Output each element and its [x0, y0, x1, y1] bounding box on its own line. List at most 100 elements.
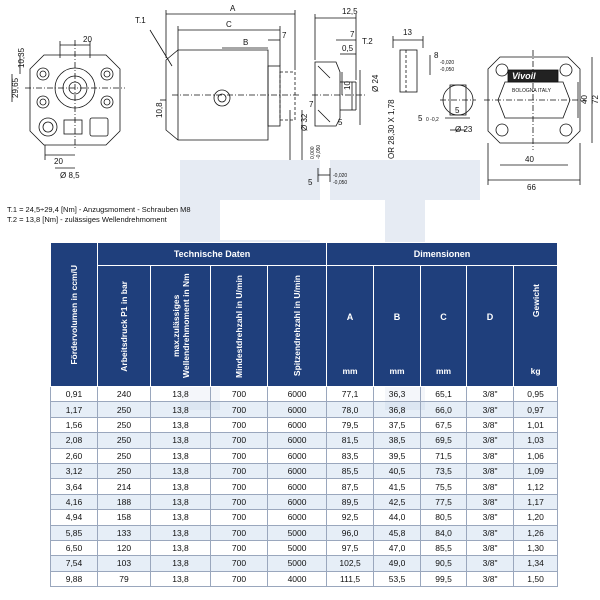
table-cell: 66,0 — [420, 401, 468, 418]
table-cell: 5,85 — [50, 524, 98, 541]
table-cell: 92,5 — [326, 509, 375, 526]
table-cell: 1,26 — [513, 524, 559, 541]
table-cell: 1,09 — [513, 462, 559, 480]
table-cell: 97,5 — [326, 539, 375, 557]
table-cell: 81,5 — [326, 432, 375, 449]
table-cell: 700 — [210, 416, 268, 434]
dim-side-32: Ø 32 — [300, 113, 309, 131]
dim-shaft-7b: 7 — [309, 100, 314, 109]
table-cell: 36,3 — [373, 385, 422, 403]
table-cell: 1,06 — [513, 447, 559, 464]
table-cell: 13,8 — [150, 539, 211, 557]
table-cell: 3,64 — [50, 478, 98, 495]
table-cell: 80,5 — [420, 509, 468, 526]
table-cell: 240 — [97, 385, 151, 403]
table-cell: 250 — [97, 447, 151, 464]
table-cell: 85,5 — [326, 462, 375, 480]
table-cell: 38,5 — [373, 432, 422, 449]
table-cell: 13,8 — [150, 416, 211, 434]
table-cell: 700 — [210, 462, 268, 480]
table-cell: 3/8" — [466, 416, 515, 434]
table-cell: 49,0 — [373, 555, 422, 572]
table-cell: 6000 — [266, 385, 328, 403]
table-cell: 3/8" — [466, 555, 515, 572]
dim-rear-72: 72 — [591, 95, 600, 104]
table-cell: 1,20 — [513, 509, 559, 526]
table-cell: 40,5 — [373, 462, 422, 480]
dim-side-b: B — [243, 38, 248, 47]
table-cell: 85,5 — [420, 539, 468, 557]
table-cell: 102,5 — [326, 555, 375, 572]
table-cell: 5000 — [266, 524, 328, 541]
table-cell: 6000 — [266, 401, 328, 418]
table-cell: 77,1 — [326, 385, 375, 403]
table-cell: 3/8" — [466, 462, 515, 480]
table-cell: 700 — [210, 447, 268, 464]
table-cell: 96,0 — [326, 524, 375, 541]
table-cell: 13,8 — [150, 447, 211, 464]
table-cell: 700 — [210, 539, 268, 557]
table-cell: 47,0 — [373, 539, 422, 557]
dim-front-dia: Ø 8,5 — [60, 171, 80, 180]
table-cell: 6000 — [266, 509, 328, 526]
header-group-dimensions: Dimensionen — [326, 242, 559, 266]
table-cell: 4,16 — [50, 493, 98, 511]
header-group-technical: Technische Daten — [96, 242, 328, 266]
dim-key-5-tol: 0 -0,2 — [426, 117, 439, 123]
table-cell: 4000 — [266, 570, 328, 588]
dim-shaft-tol-top: -0,020 — [333, 173, 347, 179]
notes: T.1 = 24,5÷29,4 [Nm] - Anzugsmoment - Sc… — [7, 205, 191, 225]
table-cell: 188 — [97, 493, 151, 511]
header-dim-d: D — [466, 265, 515, 387]
table-cell: 1,30 — [513, 539, 559, 557]
dim-side-c: C — [226, 20, 232, 29]
table-cell: 700 — [210, 509, 268, 526]
table-cell: 77,5 — [420, 493, 468, 511]
table-cell: 103 — [97, 555, 151, 572]
header-min-speed: Mindestdrehzahl in U/min — [210, 265, 268, 387]
table-cell: 6,50 — [50, 539, 98, 557]
rear-view — [484, 50, 593, 185]
table-cell: 13,8 — [150, 493, 211, 511]
table-cell: 53,5 — [373, 570, 422, 588]
note-t2: T.2 = 13,8 [Nm] - zulässiges Wellendrehm… — [7, 215, 167, 224]
dim-shaft-7: 7 — [350, 30, 355, 39]
dim-key-13: 13 — [403, 28, 412, 37]
dim-key-8-tol-bot: -0,050 — [440, 67, 454, 73]
dim-side-108: 10,8 — [155, 102, 164, 118]
table-cell: 13,8 — [150, 555, 211, 572]
dim-front-20-top: 20 — [83, 35, 92, 44]
dim-key-5b: 5 — [455, 106, 460, 115]
label-t1: T.1 — [135, 16, 146, 25]
table-cell: 36,8 — [373, 401, 422, 418]
dim-side-32-tol-top: 0,000 — [310, 146, 316, 159]
technical-drawing: 20 10,35 29,65 20 Ø 8,5 A C B T.1 7 10,8… — [11, 4, 600, 192]
dim-key-8: 8 — [434, 51, 439, 60]
table-cell: 1,50 — [513, 570, 559, 588]
table-cell: 79 — [97, 570, 151, 588]
table-cell: 99,5 — [420, 570, 468, 588]
front-view — [11, 40, 125, 169]
dim-key-8-tol-top: -0,020 — [440, 60, 454, 66]
table-cell: 3,12 — [50, 462, 98, 480]
header-max-speed: Spitzendrehzahl in U/min — [266, 265, 328, 387]
table-cell: 6000 — [266, 416, 328, 434]
table-cell: 700 — [210, 385, 268, 403]
side-view — [149, 10, 303, 160]
header-torque: max.zulässiges Wellendrehmoment in Nm — [150, 265, 211, 387]
table-cell: 3/8" — [466, 539, 515, 557]
label-t2: T.2 — [362, 37, 373, 46]
header-pressure: Arbeitsdruck P1 in bar — [97, 265, 151, 387]
dim-shaft-5b: 5 — [308, 178, 313, 187]
table-cell: 13,8 — [150, 478, 211, 495]
table-cell: 3/8" — [466, 493, 515, 511]
